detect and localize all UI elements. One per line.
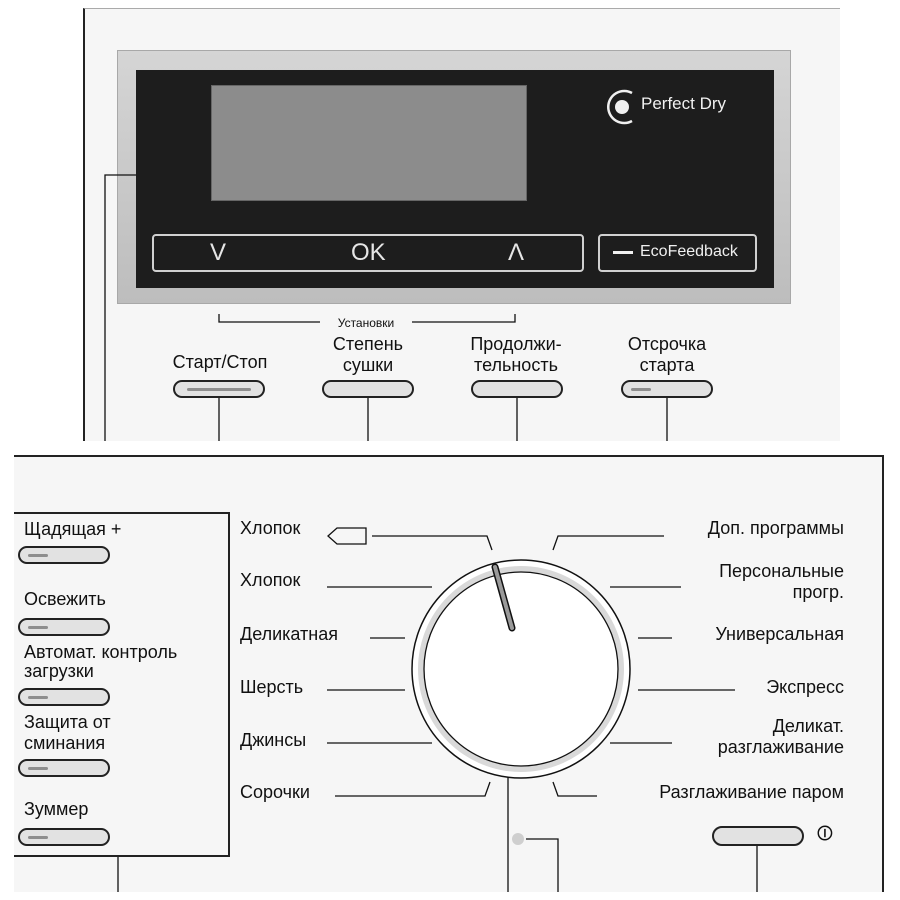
program-cotton-label: Хлопок <box>240 570 301 590</box>
power-button[interactable] <box>712 826 804 846</box>
cotton-eco-symbol-icon <box>328 528 368 545</box>
led-icon <box>28 696 48 699</box>
program-personal-label-line1: Персональные <box>719 561 844 581</box>
navigation-sensor-strip <box>152 234 584 272</box>
duration-button[interactable] <box>471 380 563 398</box>
led-icon <box>28 626 48 629</box>
program-universal-label: Универсальная <box>715 624 844 644</box>
program-express-label: Экспресс <box>766 677 844 697</box>
led-icon <box>28 836 48 839</box>
program-delicate-smooth-label-line1: Деликат. <box>772 716 844 736</box>
perfect-dry-label: Perfect Dry <box>641 94 727 113</box>
option-load-control-button[interactable] <box>18 688 110 706</box>
ecofeedback-button[interactable] <box>598 234 757 272</box>
option-anticrease-button[interactable] <box>18 759 110 777</box>
program-personal-label-line2: прогр. <box>792 582 844 602</box>
start-stop-button[interactable] <box>173 380 265 398</box>
program-selector-dial[interactable] <box>416 565 626 775</box>
dryness-button[interactable] <box>322 380 414 398</box>
program-wool-label: Шерсть <box>240 677 304 697</box>
option-load-control-label-line1: Автомат. контроль <box>24 642 178 662</box>
program-jeans-label: Джинсы <box>240 730 307 750</box>
duration-label-line2: тельность <box>474 355 558 375</box>
lcd-screen <box>211 85 527 201</box>
delay-start-led-icon <box>631 388 651 391</box>
delay-start-label-line2: старта <box>639 355 695 375</box>
program-steam-smooth-label: Разглаживание паром <box>659 782 844 802</box>
ecofeedback-label: EcoFeedback <box>640 243 738 260</box>
power-icon: ⏼ <box>817 823 833 845</box>
perfect-dry-icon <box>607 89 633 125</box>
nav-ok-button[interactable]: OK <box>351 239 386 266</box>
option-gentle-plus-label: Щадящая + <box>24 519 122 539</box>
option-refresh-button[interactable] <box>18 618 110 636</box>
nav-up-button[interactable]: Λ <box>508 239 525 266</box>
start-stop-led-icon <box>187 388 251 391</box>
duration-label-line1: Продолжи- <box>470 334 562 354</box>
option-buzzer-label: Зуммер <box>24 799 89 819</box>
option-load-control-label-line2: загрузки <box>24 661 94 681</box>
led-icon <box>28 554 48 557</box>
led-icon <box>28 767 48 770</box>
nav-down-button[interactable]: V <box>210 239 227 266</box>
program-shirts-label: Сорочки <box>240 782 310 802</box>
delay-start-button[interactable] <box>621 380 713 398</box>
option-gentle-plus-button[interactable] <box>18 546 110 564</box>
start-stop-label: Старт/Стоп <box>172 352 268 372</box>
dryness-label-line2: сушки <box>342 355 394 375</box>
program-cotton-eco-label: Хлопок <box>240 518 301 538</box>
settings-caption: Установки <box>320 316 412 330</box>
program-extra-label: Доп. программы <box>707 518 844 538</box>
ecofeedback-indicator-icon <box>613 251 633 254</box>
option-refresh-label: Освежить <box>24 589 106 609</box>
option-buzzer-button[interactable] <box>18 828 110 846</box>
program-delicates-label: Деликатная <box>240 624 338 644</box>
delay-start-label-line1: Отсрочка <box>627 334 707 354</box>
optical-sensor-indicator <box>512 833 524 845</box>
option-anticrease-label-line2: сминания <box>24 733 106 753</box>
options-box <box>14 512 230 857</box>
option-anticrease-label-line1: Защита от <box>24 712 111 732</box>
dryness-label-line1: Степень <box>332 334 404 354</box>
program-delicate-smooth-label-line2: разглаживание <box>717 737 844 757</box>
